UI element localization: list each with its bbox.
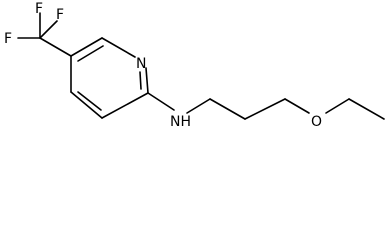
atom-label-ring-nitrogen: N [136, 56, 146, 72]
bond-ring-c6-n1 [101, 37, 136, 58]
atom-label-f-left: F [4, 31, 12, 47]
bond-ring-c5-c6-inner [77, 45, 104, 62]
bond-ring-c5-c6 [70, 37, 103, 57]
bond-o-ch2 [325, 98, 350, 114]
bond-ring-c3-c4 [70, 91, 103, 119]
atom-labels: F F F N NH O [4, 1, 322, 130]
bond-ring-c2-c3 [101, 92, 149, 119]
bond-ch2-ch3 [348, 98, 385, 120]
bond-c2-nh [147, 92, 175, 111]
bonds [17, 12, 385, 120]
atom-label-ether-oxygen: O [311, 114, 322, 130]
bond-cf3-ring [39, 37, 72, 57]
atom-label-f-top: F [35, 1, 43, 17]
bond-nh-ch2 [186, 98, 211, 114]
bond-ring-n1-c2 [145, 67, 149, 94]
bond-ring-n1-c2-inner [139, 71, 142, 90]
atom-label-amine: NH [170, 114, 191, 130]
bond-ring-c3-c4-inner [77, 91, 102, 111]
bond-c-f-right [39, 20, 58, 39]
bond-ch2-o [284, 98, 310, 114]
bond-ch2-ch2-b [244, 98, 286, 120]
bond-ch2-ch2-a [209, 98, 246, 120]
atom-label-f-right: F [56, 7, 64, 23]
molecule-structure: F F F N NH O [4, 1, 385, 130]
